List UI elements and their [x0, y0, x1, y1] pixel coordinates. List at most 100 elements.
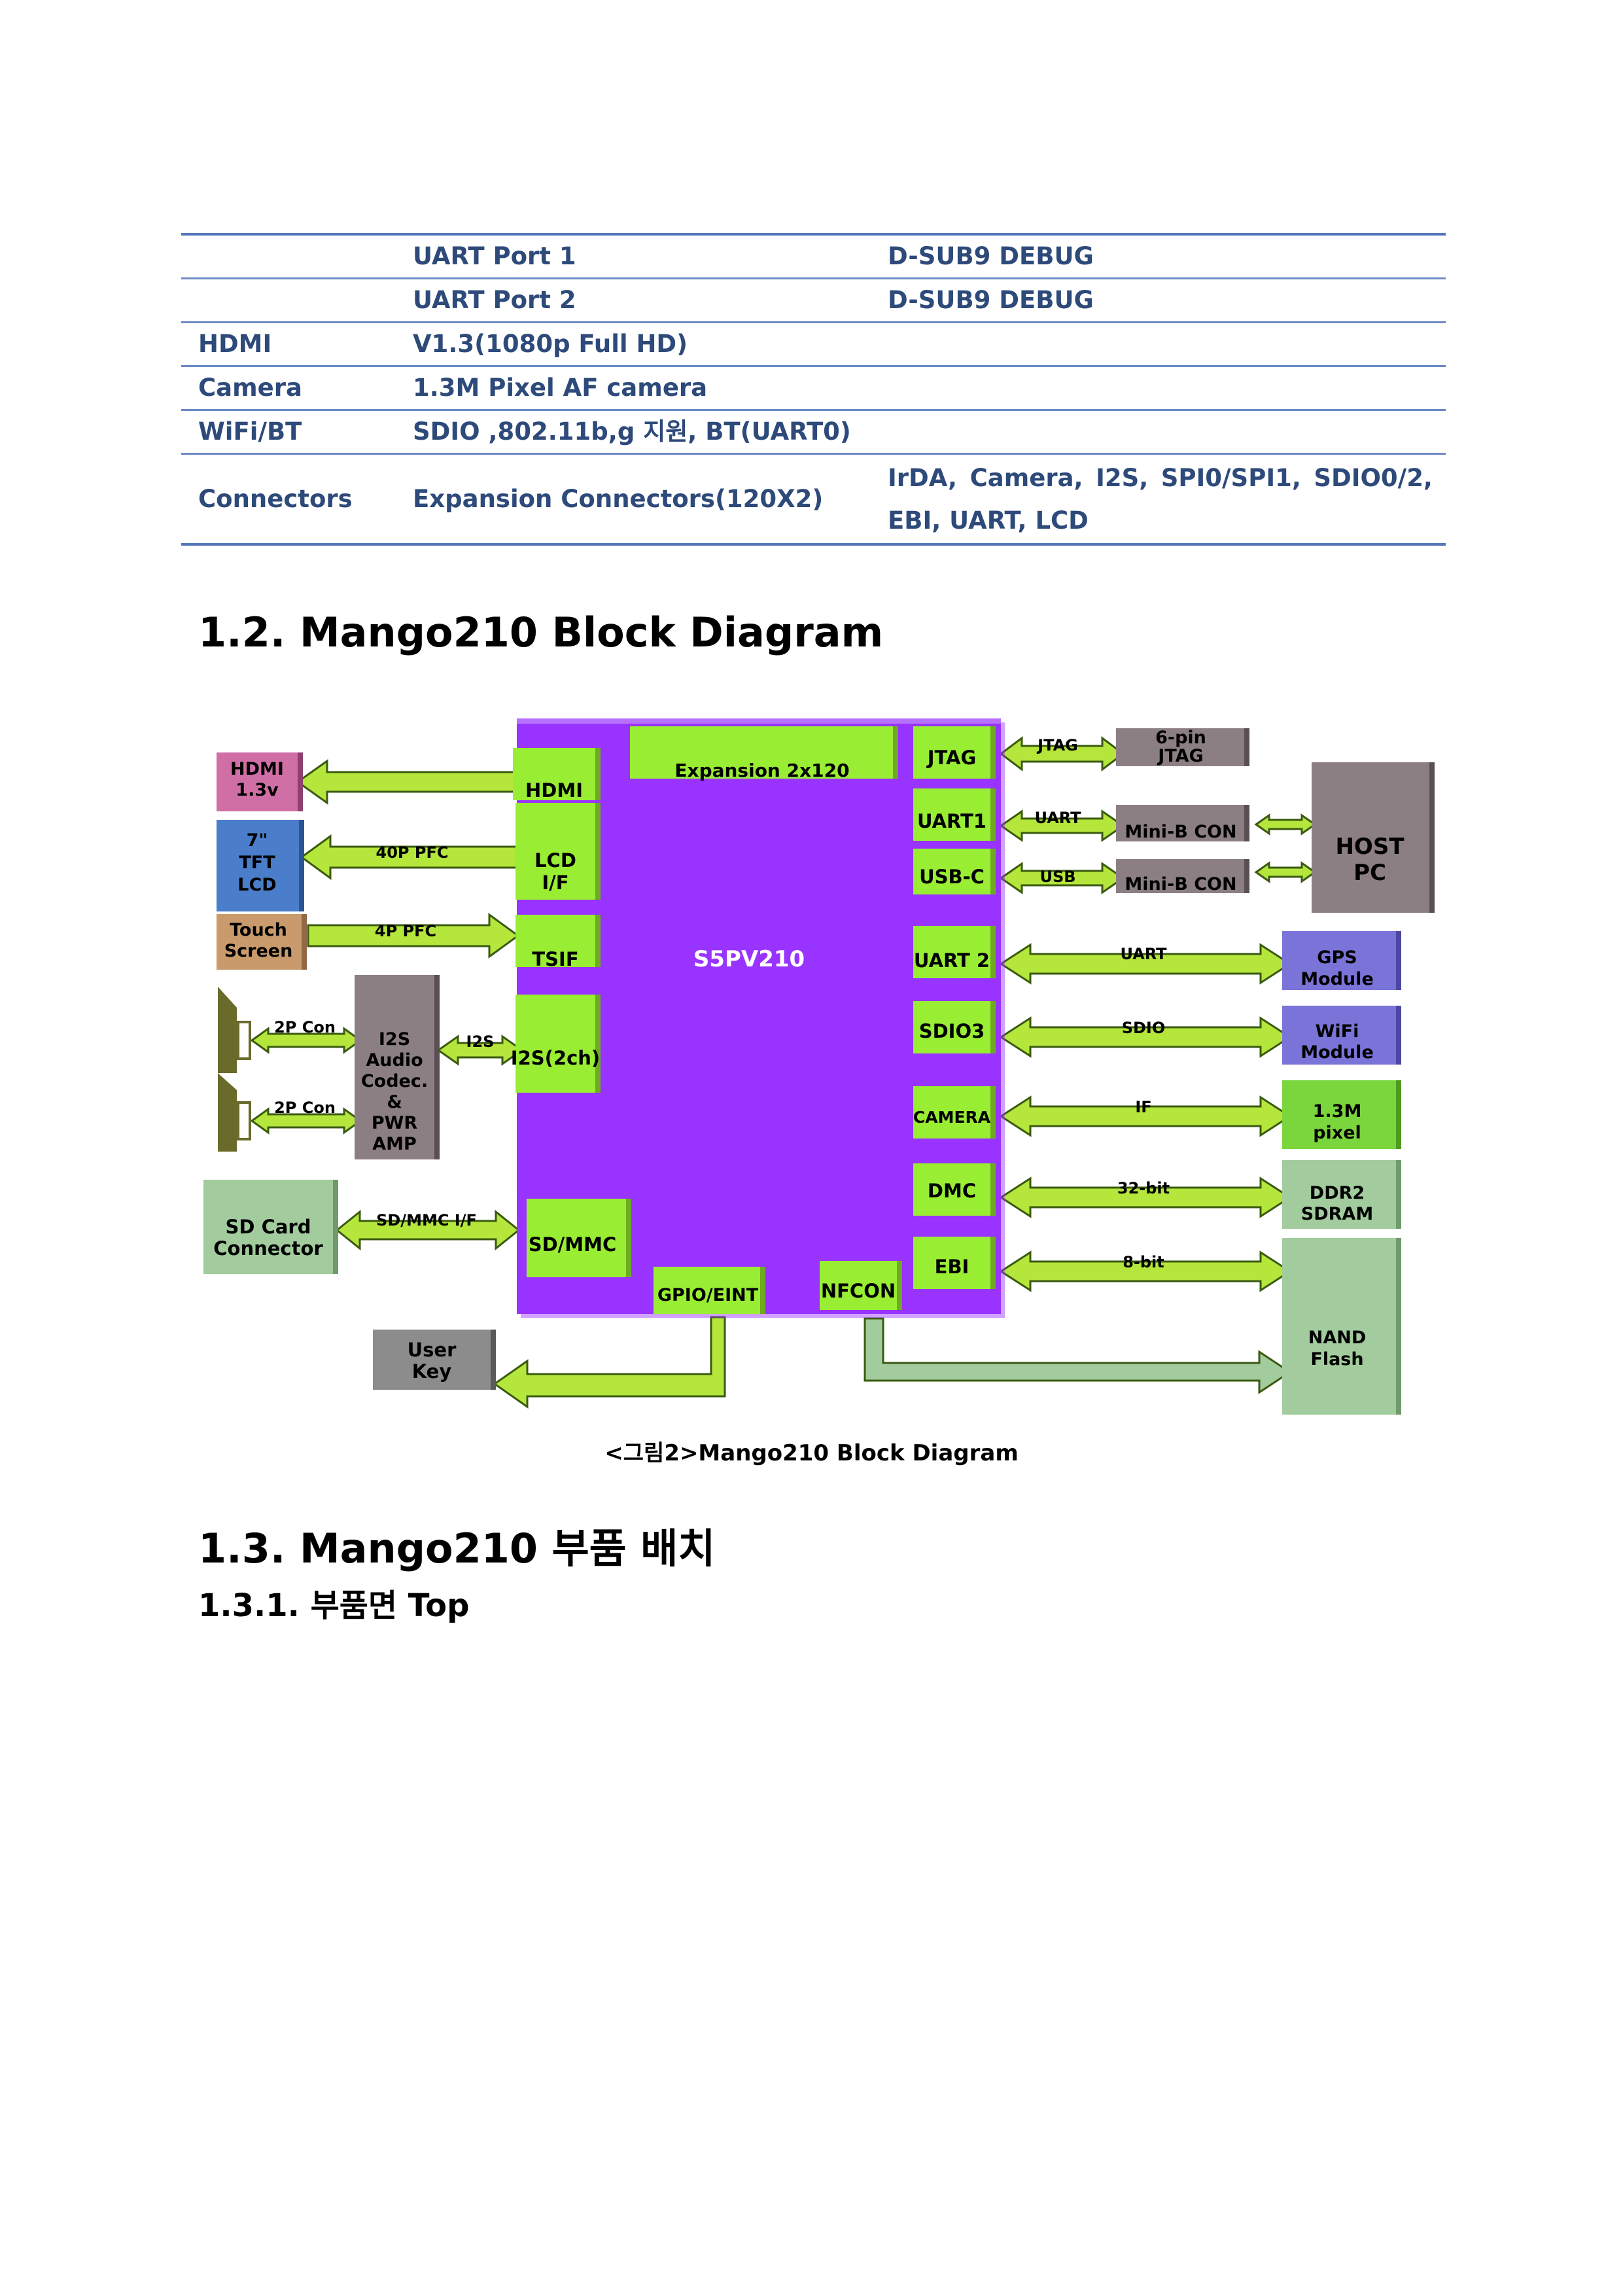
arrow-label-i2s: I2S	[466, 1033, 495, 1051]
jtag-port-block: JTAG	[913, 726, 996, 779]
wifi-module-block: WiFi Module	[1282, 1006, 1401, 1065]
arrow-label-usb: USB	[1039, 868, 1075, 886]
block-label: DMC	[928, 1180, 976, 1202]
nfcon-block: NFCON	[820, 1261, 902, 1310]
table-cell: Connectors	[181, 453, 396, 546]
expansion-block	[630, 726, 893, 779]
block-label: I2S	[379, 1029, 410, 1050]
host-pc-block: HOST PC	[1312, 762, 1435, 913]
arrow-label-sdio: SDIO	[1122, 1019, 1166, 1037]
table-row: Camera 1.3M Pixel AF camera	[181, 365, 1446, 411]
ddr2-sdram-block: DDR2 SDRAM	[1282, 1160, 1401, 1229]
arrow-hdmi	[296, 759, 521, 805]
block-label: I2S(2ch)	[511, 1047, 600, 1069]
table-row: Connectors Expansion Connectors(120X2) I…	[181, 453, 1446, 546]
mini-b-con-block: Mini-B CON	[1116, 859, 1249, 894]
section-heading-block-diagram: 1.2. Mango210 Block Diagram	[198, 609, 884, 656]
block-label: 1.3v	[236, 780, 279, 800]
block-label: EBI	[935, 1256, 969, 1278]
lcd-if-block: LCD I/F	[515, 803, 601, 900]
block-label: NFCON	[821, 1280, 896, 1302]
block-label: TFT	[239, 853, 275, 873]
user-key-block: User Key	[373, 1330, 496, 1390]
jtag-6pin-block: 6-pin JTAG	[1116, 728, 1249, 766]
table-cell	[871, 321, 1446, 367]
block-label: Module	[1300, 969, 1374, 989]
table-cell: V1.3(1080p Full HD)	[396, 321, 871, 367]
table-row: UART Port 1 D-SUB9 DEBUG	[181, 233, 1446, 279]
uart2-block: UART 2	[913, 926, 996, 978]
block-label: HDMI	[230, 759, 284, 779]
block-label: Touch	[230, 920, 287, 940]
i2s-block: I2S(2ch)	[511, 995, 601, 1093]
expansion-label: Expansion 2x120	[674, 760, 849, 781]
block-label: HOST	[1335, 834, 1405, 860]
arrow-label-jtag: JTAG	[1036, 736, 1078, 754]
arrow-tsif	[307, 913, 520, 959]
cpu-label: S5PV210	[693, 946, 805, 972]
block-label: Mini-B CON	[1125, 822, 1236, 842]
block-label: pixel	[1313, 1123, 1361, 1143]
block-label: USB-C	[919, 866, 985, 888]
arrow-label-32bit: 32-bit	[1117, 1179, 1170, 1197]
block-label: GPS	[1317, 947, 1357, 968]
sdio3-block: SDIO3	[913, 1001, 996, 1053]
table-row: WiFi/BT SDIO ,802.11b,g 지원, BT(UART0)	[181, 409, 1446, 455]
block-label: Audio	[366, 1050, 423, 1070]
block-label: Connector	[213, 1237, 323, 1260]
block-label: 1.3M	[1313, 1101, 1362, 1122]
block-label: Codec.	[361, 1071, 428, 1091]
arrow-label-4p-pfc: 4P PFC	[375, 922, 436, 940]
block-label: PWR	[372, 1113, 418, 1133]
block-label: PC	[1353, 860, 1386, 886]
block-label: DDR2	[1310, 1183, 1365, 1203]
block-label: SDRAM	[1301, 1204, 1373, 1224]
gps-module-block: GPS Module	[1282, 931, 1401, 990]
table-cell: D-SUB9 DEBUG	[871, 277, 1446, 323]
table-cell	[181, 233, 396, 279]
tft-lcd-block: 7" TFT LCD	[217, 820, 304, 911]
block-label: WiFi	[1316, 1021, 1359, 1042]
arrow-label-2p-con: 2P Con	[274, 1018, 336, 1036]
table-cell: IrDA, Camera, I2S, SPI0/SPI1, SDIO0/2, E…	[871, 453, 1446, 546]
block-label: User	[408, 1339, 457, 1361]
block-label: SD Card	[226, 1216, 311, 1238]
table-cell	[871, 365, 1446, 411]
block-label: Screen	[224, 941, 293, 961]
table-cell: D-SUB9 DEBUG	[871, 233, 1446, 279]
gpio-eint-block: GPIO/EINT	[654, 1267, 765, 1314]
arrow-userkey	[493, 1316, 726, 1409]
table-cell: HDMI	[181, 321, 396, 367]
ebi-block: EBI	[913, 1237, 996, 1289]
block-label: LCD	[534, 849, 576, 872]
arrow-label-uart: UART	[1034, 809, 1081, 827]
arrow-label-40p-pfc: 40P PFC	[376, 843, 449, 862]
block-label: GPIO/EINT	[657, 1285, 759, 1305]
block-label: CAMERA	[913, 1108, 991, 1127]
block-label: AMP	[372, 1134, 417, 1154]
camera-port-block: CAMERA	[913, 1086, 996, 1139]
usbc-block: USB-C	[913, 849, 996, 894]
nand-flash-block: NAND Flash	[1282, 1238, 1401, 1415]
sdmmc-block: SD/MMC	[527, 1199, 631, 1277]
block-label: Flash	[1310, 1349, 1363, 1369]
hdmi-ext-block: HDMI 1.3v	[217, 752, 303, 811]
hdmi-port-block: HDMI	[513, 748, 601, 802]
table-cell: UART Port 1	[396, 233, 871, 279]
touch-screen-block: Touch Screen	[217, 914, 307, 970]
section-heading-placement: 1.3. Mango210 부품 배치	[198, 1525, 716, 1572]
block-label: TSIF	[532, 948, 578, 970]
block-label: JTAG	[1157, 746, 1203, 766]
dmc-block: DMC	[913, 1163, 996, 1216]
sd-card-connector-block: SD Card Connector	[203, 1180, 338, 1274]
table-cell	[181, 277, 396, 323]
arrow-label-sdmmc-if: SD/MMC I/F	[376, 1211, 477, 1229]
arrow-label-8bit: 8-bit	[1123, 1253, 1164, 1271]
block-label: JTAG	[926, 747, 977, 769]
mini-b-con-block: Mini-B CON	[1116, 805, 1249, 842]
tsif-block: TSIF	[515, 915, 601, 970]
table-cell: SDIO ,802.11b,g 지원, BT(UART0)	[396, 409, 871, 455]
table-cell: WiFi/BT	[181, 409, 396, 455]
block-label: I/F	[542, 872, 568, 894]
